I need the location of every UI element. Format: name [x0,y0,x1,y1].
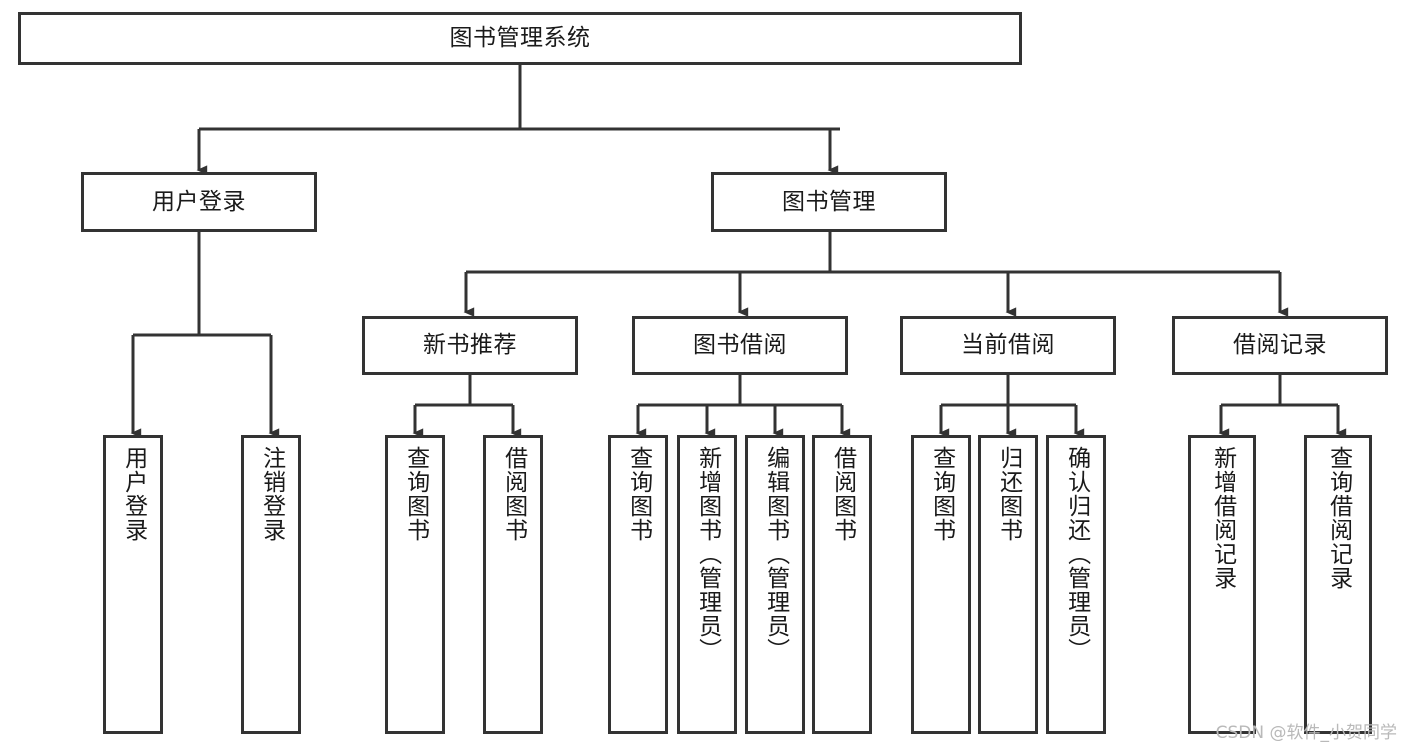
node-label: 查询借阅记录 [1325,446,1352,590]
leaf-book-borrow-borrow-book[interactable]: 借阅图书 [812,435,872,734]
node-label: 新增图书（管理员） [694,446,721,662]
node-root-book-management-system[interactable]: 图书管理系统 [18,12,1022,65]
node-label: 查询图书 [625,446,652,542]
leaf-book-borrow-edit-book-admin[interactable]: 编辑图书（管理员） [745,435,805,734]
node-label: 用户登录 [152,188,246,215]
leaf-book-borrow-query-book[interactable]: 查询图书 [608,435,668,734]
node-borrow-record[interactable]: 借阅记录 [1172,316,1388,375]
node-label: 当前借阅 [961,332,1055,359]
node-user-login[interactable]: 用户登录 [81,172,317,232]
leaf-new-book-borrow-book[interactable]: 借阅图书 [483,435,543,734]
node-label: 图书管理 [782,188,876,215]
leaf-book-borrow-add-book-admin[interactable]: 新增图书（管理员） [677,435,737,734]
node-current-borrow[interactable]: 当前借阅 [900,316,1116,375]
leaf-new-book-query-book[interactable]: 查询图书 [385,435,445,734]
node-new-book-recommend[interactable]: 新书推荐 [362,316,578,375]
node-label: 用户登录 [120,446,147,542]
node-label: 图书借阅 [693,332,787,359]
leaf-borrow-record-add-record[interactable]: 新增借阅记录 [1188,435,1256,734]
node-label: 新书推荐 [423,332,517,359]
leaf-borrow-record-query-record[interactable]: 查询借阅记录 [1304,435,1372,734]
node-label: 借阅记录 [1233,332,1327,359]
node-label: 借阅图书 [500,446,527,542]
watermark-text: CSDN @软件_小贺同学 [1215,723,1397,743]
leaf-user-login-logout[interactable]: 注销登录 [241,435,301,734]
node-book-borrow[interactable]: 图书借阅 [632,316,848,375]
leaf-current-borrow-query-book[interactable]: 查询图书 [911,435,971,734]
node-label: 归还图书 [995,446,1022,542]
node-label: 查询图书 [402,446,429,542]
leaf-current-borrow-confirm-return-admin[interactable]: 确认归还（管理员） [1046,435,1106,734]
leaf-user-login-login[interactable]: 用户登录 [103,435,163,734]
node-book-management[interactable]: 图书管理 [711,172,947,232]
node-label: 图书管理系统 [449,25,591,52]
node-label: 新增借阅记录 [1209,446,1236,590]
leaf-current-borrow-return-book[interactable]: 归还图书 [978,435,1038,734]
node-label: 确认归还（管理员） [1063,446,1090,662]
node-label: 查询图书 [928,446,955,542]
node-label: 注销登录 [258,446,285,542]
node-label: 借阅图书 [829,446,856,542]
node-label: 编辑图书（管理员） [762,446,789,662]
